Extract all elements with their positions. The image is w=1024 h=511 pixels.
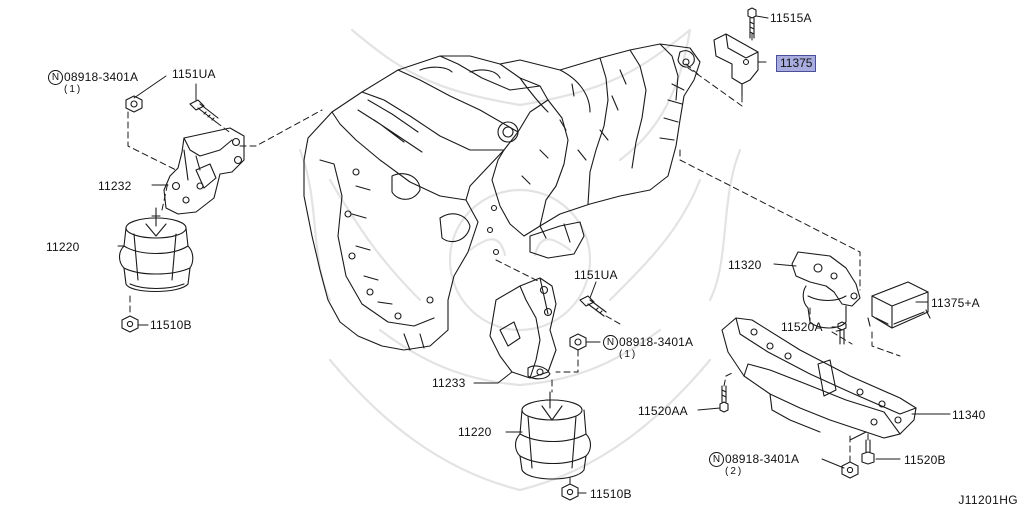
part-label-11520b[interactable]: 11520B <box>904 453 946 467</box>
center-engine-mount-bracket <box>489 277 557 380</box>
part-label-11510b-left[interactable]: 11510B <box>150 318 192 332</box>
n-mark-icon: N <box>709 452 724 467</box>
center-nut <box>569 333 587 351</box>
quantity-label-top-left: (1) <box>64 84 83 95</box>
part-label-11520a[interactable]: 11520A <box>781 320 823 334</box>
part-label-11233[interactable]: 11233 <box>432 376 466 390</box>
diagram-id: J11201HG <box>958 493 1018 507</box>
left-engine-mount-bracket <box>163 127 245 215</box>
transmission-case <box>486 43 701 259</box>
leader-lines <box>117 15 951 494</box>
left-bottom-nut <box>121 315 139 333</box>
part-label-11375-highlighted[interactable]: 11375 <box>776 55 817 72</box>
part-label-11510b-center[interactable]: 11510B <box>590 487 632 501</box>
part-label-11320[interactable]: 11320 <box>728 258 762 272</box>
part-label-08918-3401a-center[interactable]: 08918-3401A <box>619 335 694 349</box>
left-engine-insulator <box>118 207 194 292</box>
part-label-11220-center[interactable]: 11220 <box>458 425 492 439</box>
center-bottom-nut <box>561 483 579 501</box>
part-label-1151ua-center[interactable]: 1151UA <box>574 268 618 282</box>
dashed-guide-lines <box>127 33 901 485</box>
engine-block <box>303 55 549 351</box>
part-label-11220-left[interactable]: 11220 <box>46 240 80 254</box>
part-label-08918-3401a-bottom[interactable]: 08918-3401A <box>725 452 800 466</box>
dynamic-damper <box>867 281 931 329</box>
left-mount-bolt <box>189 99 219 123</box>
n-mark-icon: N <box>48 70 63 85</box>
member-bolt-11520b <box>861 439 875 465</box>
rear-mount-member <box>721 317 917 441</box>
left-nut <box>125 95 143 113</box>
part-label-08918-3401a-top-left[interactable]: 08918-3401A <box>64 70 139 84</box>
quantity-label-bottom: (2) <box>725 466 744 477</box>
part-label-11515a[interactable]: 11515A <box>770 11 812 25</box>
part-label-11232[interactable]: 11232 <box>98 179 132 193</box>
part-label-11340[interactable]: 11340 <box>952 408 986 422</box>
watermark-emblem <box>298 28 742 492</box>
member-bolt-11520aa <box>719 385 729 413</box>
rear-mount-bracket <box>713 33 759 97</box>
quantity-label-center: (1) <box>619 349 638 360</box>
rear-engine-insulator <box>791 251 861 329</box>
part-label-11375-a[interactable]: 11375+A <box>931 296 980 310</box>
part-label-11520aa[interactable]: 11520AA <box>638 404 688 418</box>
center-engine-insulator <box>514 391 592 480</box>
part-label-1151ua-left[interactable]: 1151UA <box>172 67 216 81</box>
center-mount-bolt <box>579 295 607 317</box>
member-nut <box>841 461 859 479</box>
n-mark-icon: N <box>603 335 618 350</box>
